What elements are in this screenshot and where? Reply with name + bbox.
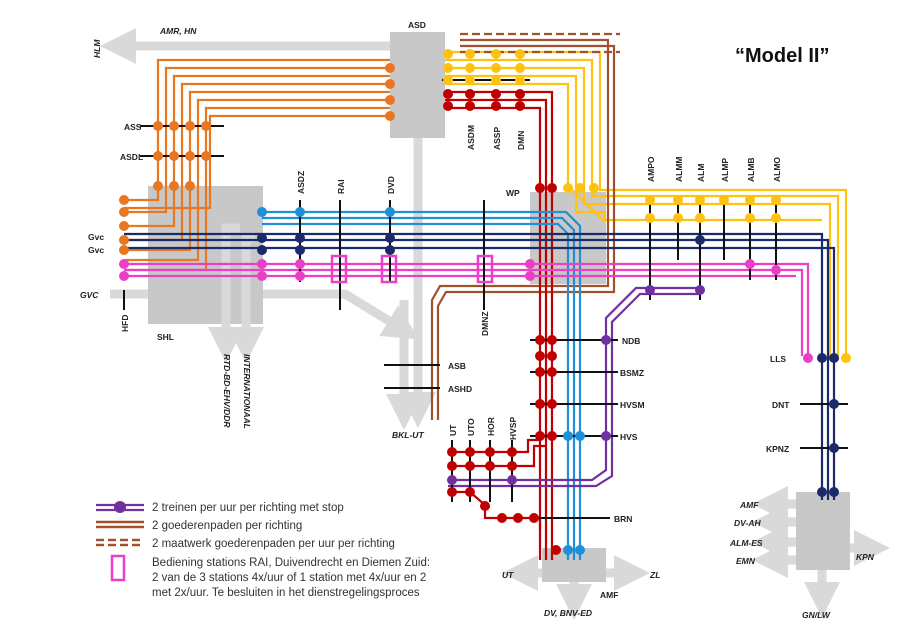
- label-shl: SHL: [157, 332, 174, 342]
- label-dnt: DNT: [772, 400, 790, 410]
- label-hvs: HVS: [620, 432, 638, 442]
- legend-item-4-line-1: Bediening stations RAI, Duivendrecht en …: [152, 557, 430, 569]
- label-ampo: AMPO: [646, 156, 656, 182]
- label-ass: ASS: [124, 122, 142, 132]
- label-amf-r: AMF: [739, 500, 759, 510]
- legend-item-2: 2 goederenpaden per richting: [152, 520, 302, 532]
- label-zl: ZL: [649, 570, 660, 580]
- label-wp: WP: [506, 188, 520, 198]
- legend-stop-dot: [114, 501, 126, 513]
- label-internationaal: INTERNATIONAAL: [242, 354, 252, 429]
- label-brn: BRN: [614, 514, 632, 524]
- label-asd: ASD: [408, 20, 426, 30]
- label-almm: ALMM: [674, 157, 684, 183]
- label-amf-b: AMF: [600, 590, 618, 600]
- blue-lines: [262, 210, 582, 560]
- pink-station-boxes: [330, 254, 494, 284]
- navy-lines: [124, 232, 836, 500]
- label-lls: LLS: [770, 354, 786, 364]
- label-ndb: NDB: [622, 336, 640, 346]
- yellow-lines: [445, 50, 848, 360]
- label-dv-bnv: DV, BNV-ED: [544, 608, 592, 618]
- label-almb: ALMB: [746, 157, 756, 182]
- label-kpn: KPN: [856, 552, 875, 562]
- direction-arrows: [100, 28, 890, 620]
- legend-item-4-line-2: 2 van de 3 stations 4x/uur of 1 station …: [152, 572, 426, 584]
- red-lines: [445, 90, 554, 560]
- label-dmn: DMN: [516, 131, 526, 150]
- label-alm: ALM: [696, 164, 706, 182]
- label-hvsp: HVSP: [508, 417, 518, 440]
- label-alm-es: ALM-ES: [729, 538, 763, 548]
- label-amr-hn: AMR, HN: [159, 26, 197, 36]
- label-bsmz: BSMZ: [620, 368, 644, 378]
- legend-item-1: 2 treinen per uur per richting met stop: [152, 502, 344, 514]
- legend-item-3: 2 maatwerk goederenpaden per uur per ric…: [152, 538, 395, 550]
- brown-lines: [430, 32, 620, 420]
- label-dvd: DVD: [386, 176, 396, 194]
- label-gn-lw: GN/LW: [802, 610, 831, 620]
- pink-lines: [124, 262, 810, 356]
- label-hlm: HLM: [92, 39, 102, 58]
- label-assp: ASSP: [492, 127, 502, 150]
- legend-pink-box: [110, 554, 126, 582]
- label-asdm: ASDM: [466, 125, 476, 150]
- rtd-arrow: [208, 223, 244, 363]
- model-title: “Model II”: [735, 45, 829, 67]
- internationaal-arrow: [228, 233, 264, 363]
- label-dmnz: DMNZ: [480, 311, 490, 336]
- label-gvc-big: GVC: [80, 290, 99, 300]
- stop-dots: [119, 49, 851, 555]
- label-rtd: RTD-BD-EHV/DDR: [222, 354, 232, 428]
- label-ashd: ASHD: [448, 384, 472, 394]
- label-gvc-1: Gvc: [88, 232, 104, 242]
- label-ut-arrow: UT: [502, 570, 514, 580]
- gvc-arrow: [110, 289, 404, 330]
- legend-item-4-line-3: met 2x/uur. Te besluiten in het dienstre…: [152, 587, 420, 599]
- label-uto: UTO: [466, 418, 476, 436]
- label-gvc-2: Gvc: [88, 245, 104, 255]
- asd-block: [390, 32, 445, 138]
- label-asb: ASB: [448, 361, 466, 371]
- legend: 2 treinen per uur per richting met stop …: [96, 501, 430, 599]
- label-hfd: HFD: [120, 315, 130, 332]
- label-emn: EMN: [736, 556, 756, 566]
- label-asdz: ASDZ: [296, 171, 306, 194]
- label-hor: HOR: [486, 417, 496, 436]
- label-asdl: ASDL: [120, 152, 143, 162]
- label-almp: ALMP: [720, 158, 730, 182]
- label-hvsm: HVSM: [620, 400, 645, 410]
- label-bkl-ut: BKL-UT: [392, 430, 424, 440]
- label-almo: ALMO: [772, 157, 782, 182]
- kpn-block: [796, 492, 850, 570]
- label-dv-ah: DV-AH: [734, 518, 761, 528]
- label-rai: RAI: [336, 179, 346, 194]
- label-kpnz: KPNZ: [766, 444, 789, 454]
- label-ut-v: UT: [448, 424, 458, 436]
